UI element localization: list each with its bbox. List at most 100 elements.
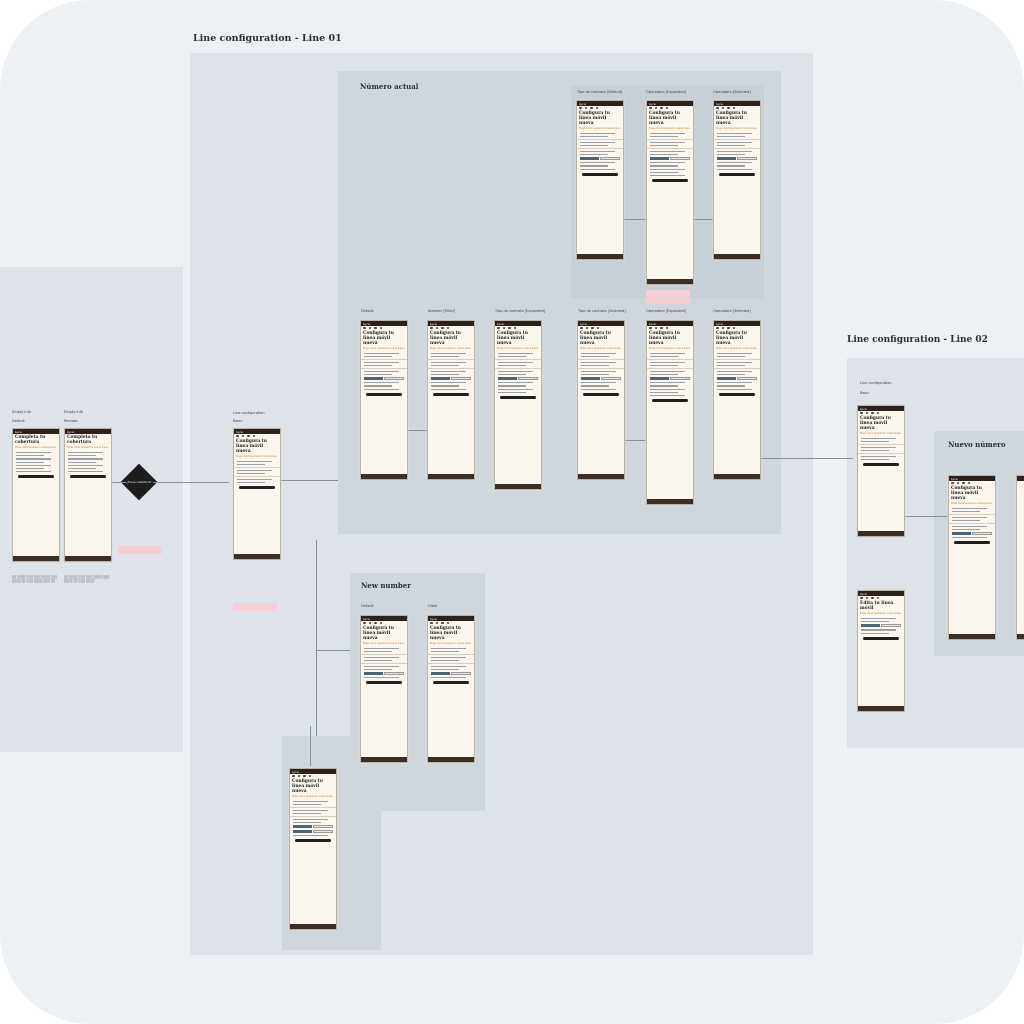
phone-mockup[interactable]: Lyca Completa tu cobertura Elige cómo qu… [12, 428, 60, 562]
phone-brand: Lyca [858, 591, 904, 596]
phone-subtitle: Elige cómo quieres tu nueva línea [67, 446, 108, 449]
continue-button[interactable] [70, 475, 106, 479]
phone-title: Configura tu línea móvil nueva [363, 331, 394, 346]
phone-title: Configura tu línea móvil nueva [363, 626, 394, 641]
flow-connector [110, 482, 126, 483]
phone-brand: Lyca [949, 476, 995, 481]
phone-mockup[interactable]: Lyca Completa tu cobertura Elige cómo qu… [64, 428, 112, 562]
frame-label: Basic [233, 419, 243, 423]
phone-title: Configura tu línea móvil nueva [497, 331, 528, 346]
flow-connector [310, 726, 311, 766]
continue-button[interactable] [652, 399, 688, 403]
frame-label: Operadora [Expanded] [646, 90, 686, 94]
phone-brand: Lyca [647, 101, 693, 106]
flow-connector [620, 440, 646, 441]
phone-mockup[interactable]: Lyca Configura tu línea móvil nueva Elig… [494, 320, 542, 490]
phone-subtitle: Elige cómo quieres tu nueva línea [430, 642, 471, 645]
phone-title: Configura tu línea móvil nueva [579, 111, 610, 126]
phone-mockup[interactable]: Lyca Configura tu línea móvil nueva Elig… [427, 615, 475, 763]
phone-brand: Lyca [858, 406, 904, 411]
flow-connector [903, 516, 948, 517]
phone-subtitle: Elige cómo quieres tu nueva línea [497, 347, 538, 350]
frame-label: Default [361, 604, 374, 608]
phone-subtitle: Elige cómo quieres tu nueva línea [860, 612, 901, 615]
phone-mockup[interactable]: Lyca Configura tu línea móvil nueva Elig… [713, 320, 761, 480]
phone-subtitle: Elige cómo quieres tu nueva línea [236, 455, 277, 458]
continue-button[interactable] [719, 392, 755, 396]
continue-button[interactable] [583, 392, 619, 396]
phone-mockup[interactable]: Lyca Configura tu línea móvil nueva Elig… [427, 320, 475, 480]
phone-subtitle: Elige cómo quieres tu nueva línea [716, 127, 757, 130]
phone-title: Configura tu línea móvil nueva [430, 331, 461, 346]
continue-button[interactable] [433, 681, 469, 685]
continue-button[interactable] [863, 463, 899, 467]
phone-brand: Lyca [714, 101, 760, 106]
annotation-note: ░░ ░░░░ ░░░ ░░░ ░░░░ ░░░ ░░░░ ░░ ░░░ ░░░… [12, 575, 58, 583]
continue-button[interactable] [366, 392, 402, 396]
phone-subtitle: Elige cómo quieres tu nueva línea [363, 642, 404, 645]
phone-mockup[interactable]: Lyca Configura tu línea móvil nueva Elig… [289, 768, 337, 930]
line-02-title: Line configuration - Line 02 [847, 335, 988, 345]
phone-brand: Lyca [13, 429, 59, 434]
phone-title: Configura tu línea móvil nueva [860, 416, 891, 431]
continue-button[interactable] [500, 395, 536, 399]
phone-brand: Lyca [495, 321, 541, 326]
continue-button[interactable] [433, 392, 469, 396]
continue-button[interactable] [366, 681, 402, 685]
phone-brand: Lyca [647, 321, 693, 326]
phone-mockup[interactable]: Lyca Configura tu línea móvil nueva Elig… [857, 405, 905, 537]
continue-button[interactable] [719, 172, 755, 176]
phone-mockup[interactable] [1016, 475, 1024, 640]
phone-brand: Lyca [290, 769, 336, 774]
phone-title: Configura tu línea móvil nueva [580, 331, 611, 346]
phone-brand: Lyca [577, 101, 623, 106]
frame-label: Basic [860, 391, 870, 395]
frame-label: Default [361, 309, 374, 313]
continue-button[interactable] [18, 475, 54, 479]
continue-button[interactable] [652, 179, 688, 183]
phone-title: Configura tu línea móvil nueva [716, 331, 747, 346]
flow-connector [153, 482, 229, 483]
phone-subtitle: Elige cómo quieres tu nueva línea [363, 347, 404, 350]
phone-brand: Lyca [714, 321, 760, 326]
frame-label: Operadora [Selected] [713, 90, 751, 94]
warning-note [118, 546, 162, 554]
phone-brand: Lyca [65, 429, 111, 434]
continue-button[interactable] [295, 839, 331, 843]
annotation-note: ░░ ░░░░ ░░░ ░░░ ░░░░ ░░░ ░░░░ ░░ ░░░ ░░░… [64, 575, 110, 583]
phone-subtitle: Elige cómo quieres tu nueva línea [716, 347, 757, 350]
phone-mockup[interactable]: Lyca Configura tu línea móvil nueva Elig… [948, 475, 996, 640]
continue-button[interactable] [582, 172, 618, 176]
phone-subtitle: Elige cómo quieres tu nueva línea [430, 347, 471, 350]
flow-connector [316, 540, 317, 736]
phone-brand: Lyca [234, 429, 280, 434]
decision-label: ¿Tiene cobertura? [126, 480, 152, 484]
phone-title: Configura tu línea móvil nueva [951, 486, 982, 501]
phone-mockup[interactable]: Lyca Configura tu línea móvil nueva Elig… [646, 100, 694, 285]
continue-button[interactable] [863, 636, 899, 640]
phone-subtitle: Elige cómo quieres tu nueva línea [860, 432, 901, 435]
flow-connector [316, 650, 350, 651]
phone-mockup[interactable]: Lyca Configura tu línea móvil nueva Elig… [360, 320, 408, 480]
flow-connector [690, 219, 713, 220]
phone-mockup[interactable]: Lyca Configura tu línea móvil nueva Elig… [360, 615, 408, 763]
phone-mockup[interactable]: Lyca Configura tu línea móvil nueva Elig… [576, 100, 624, 260]
phone-subtitle: Elige cómo quieres tu nueva línea [579, 127, 620, 130]
frame-label: Number [Filled] [428, 309, 455, 313]
frame-label: Operadora [Selected] [713, 309, 751, 313]
phone-subtitle: Elige cómo quieres tu nueva línea [292, 795, 333, 798]
continue-button[interactable] [954, 541, 990, 545]
phone-title: Configura tu línea móvil nueva [236, 439, 267, 454]
continue-button[interactable] [239, 486, 275, 490]
phone-mockup[interactable]: Lyca Configura tu línea móvil nueva Elig… [577, 320, 625, 480]
frame-label: Remote [64, 419, 78, 423]
frame-label: Line configuration [233, 411, 265, 415]
phone-mockup[interactable]: Lyca Edita tu línea móvil Elige cómo qui… [857, 590, 905, 712]
frame-label: Operadora [Expanded] [646, 309, 686, 313]
phone-subtitle: Elige cómo quieres tu nueva línea [649, 127, 690, 130]
phone-title: Configura tu línea móvil nueva [649, 111, 680, 126]
phone-mockup[interactable]: Lyca Configura tu línea móvil nueva Elig… [233, 428, 281, 560]
phone-mockup[interactable]: Lyca Configura tu línea móvil nueva Elig… [713, 100, 761, 260]
phone-mockup[interactable]: Lyca Configura tu línea móvil nueva Elig… [646, 320, 694, 505]
